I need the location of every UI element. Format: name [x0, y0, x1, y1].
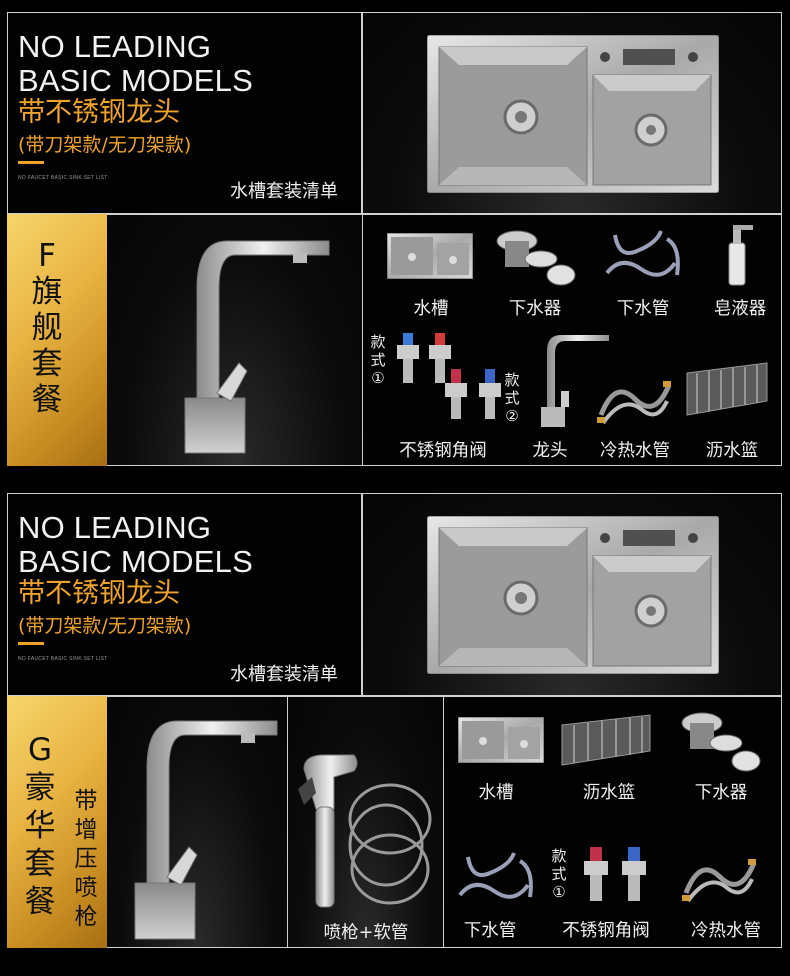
style-label-2: 款 式 ②	[503, 371, 521, 425]
item-label: 不锈钢角阀	[562, 921, 650, 941]
list-title: 水槽套装清单	[230, 181, 338, 202]
spray-panel: 喷枪+软管	[288, 696, 444, 948]
tiny-caption: NO FAUCET BASIC SINK SET LIST	[18, 656, 108, 662]
package-f-badge: F 旗 舰 套 餐	[7, 214, 107, 466]
package-extra-2: 增	[74, 817, 98, 843]
package-g-badge: G 豪 华 套 餐 带 增 压 喷 枪	[7, 696, 107, 948]
style-label-1: 款 式 ①	[369, 333, 387, 387]
style-char: 式	[370, 351, 386, 369]
package-name-2: 华	[24, 808, 56, 844]
accent-bar	[18, 642, 44, 645]
package-name-4: 餐	[24, 884, 56, 920]
item-label: 冷热水管	[600, 441, 670, 461]
style-char: 款	[551, 847, 567, 865]
drain-pipe-icon	[458, 852, 533, 899]
double-sink-icon	[427, 35, 719, 193]
accent-bar	[18, 161, 44, 164]
style-char: 款	[370, 333, 386, 351]
cn-subtitle: (带刀架款/无刀架款)	[18, 615, 192, 637]
drain-strainer-icon	[681, 712, 761, 772]
sink-hero-panel-2	[362, 493, 782, 696]
package-name-2: 舰	[31, 310, 63, 346]
drain-basket-icon	[686, 362, 768, 416]
header-text-panel-1: NO LEADING BASIC MODELS 带不锈钢龙头 (带刀架款/无刀架…	[7, 12, 362, 214]
style-char: 式	[504, 389, 520, 407]
package-letter: F	[38, 238, 56, 274]
items-panel-2: 水槽 沥水篮 下水器 下水管 款 式 ① 不锈钢角阀 冷热水管	[444, 696, 782, 948]
faucet-panel-2	[107, 696, 288, 948]
item-label: 下水管	[616, 299, 670, 319]
drain-basket-icon	[561, 714, 651, 766]
cn-title: 带不锈钢龙头	[18, 578, 180, 609]
package-letter: G	[27, 732, 53, 768]
drain-pipe-icon	[605, 230, 680, 277]
double-sink-icon	[427, 516, 719, 674]
item-label: 冷热水管	[691, 921, 761, 941]
package-name-1: 旗	[31, 274, 63, 310]
soap-dispenser-icon	[728, 225, 753, 286]
style-char: ②	[505, 407, 519, 425]
package-extra-4: 喷	[74, 875, 98, 901]
water-hose-icon	[597, 381, 672, 425]
drain-strainer-icon	[496, 230, 576, 286]
item-label: 皂液器	[713, 299, 767, 319]
style-char: ①	[371, 369, 385, 387]
item-label: 下水管	[463, 921, 517, 941]
package-extra-3: 压	[74, 846, 98, 872]
package-name-3: 套	[24, 846, 56, 882]
package-extra-1: 带	[74, 788, 98, 814]
item-label: 沥水篮	[582, 783, 636, 803]
angle-valve-icon	[397, 333, 451, 383]
package-name-1: 豪	[24, 770, 56, 806]
en-line1: NO LEADING	[18, 29, 212, 64]
item-label: 龙头	[532, 441, 568, 461]
sink-hero-panel-1	[362, 12, 782, 214]
package-name-4: 餐	[31, 382, 63, 418]
en-line1: NO LEADING	[18, 510, 212, 545]
item-label: 喷枪+软管	[323, 923, 409, 943]
style-char: 款	[504, 371, 520, 389]
double-sink-icon	[387, 233, 473, 279]
faucet-panel-1	[107, 214, 363, 466]
style-char: ①	[552, 883, 566, 901]
package-name-3: 套	[31, 346, 63, 382]
faucet-icon	[134, 720, 278, 940]
item-label: 水槽	[478, 783, 514, 803]
en-line2: BASIC MODELS	[18, 63, 253, 98]
style-label-1: 款 式 ①	[550, 847, 568, 901]
tiny-caption: NO FAUCET BASIC SINK SET LIST	[18, 175, 108, 181]
item-label: 下水器	[508, 299, 562, 319]
en-line2: BASIC MODELS	[18, 544, 253, 579]
item-label: 沥水篮	[705, 441, 759, 461]
cn-title: 带不锈钢龙头	[18, 97, 180, 128]
header-text-panel-2: NO LEADING BASIC MODELS 带不锈钢龙头 (带刀架款/无刀架…	[7, 493, 362, 696]
list-title: 水槽套装清单	[230, 664, 338, 685]
items-panel-1: 水槽 下水器 下水管 皂液器 款 式 ① 款 式 ② 不锈钢角阀	[363, 214, 782, 466]
item-label: 下水器	[694, 783, 748, 803]
style-char: 式	[551, 865, 567, 883]
faucet-icon	[184, 240, 330, 454]
cn-subtitle: (带刀架款/无刀架款)	[18, 134, 192, 156]
package-extra-5: 枪	[74, 904, 98, 930]
double-sink-icon	[458, 717, 544, 763]
item-label: 不锈钢角阀	[399, 441, 487, 461]
water-hose-icon	[682, 859, 757, 903]
item-label: 水槽	[413, 299, 449, 319]
faucet-icon	[541, 335, 609, 427]
angle-valve-icon	[445, 369, 501, 419]
angle-valve-icon	[584, 847, 646, 901]
spray-gun-icon	[298, 754, 432, 908]
